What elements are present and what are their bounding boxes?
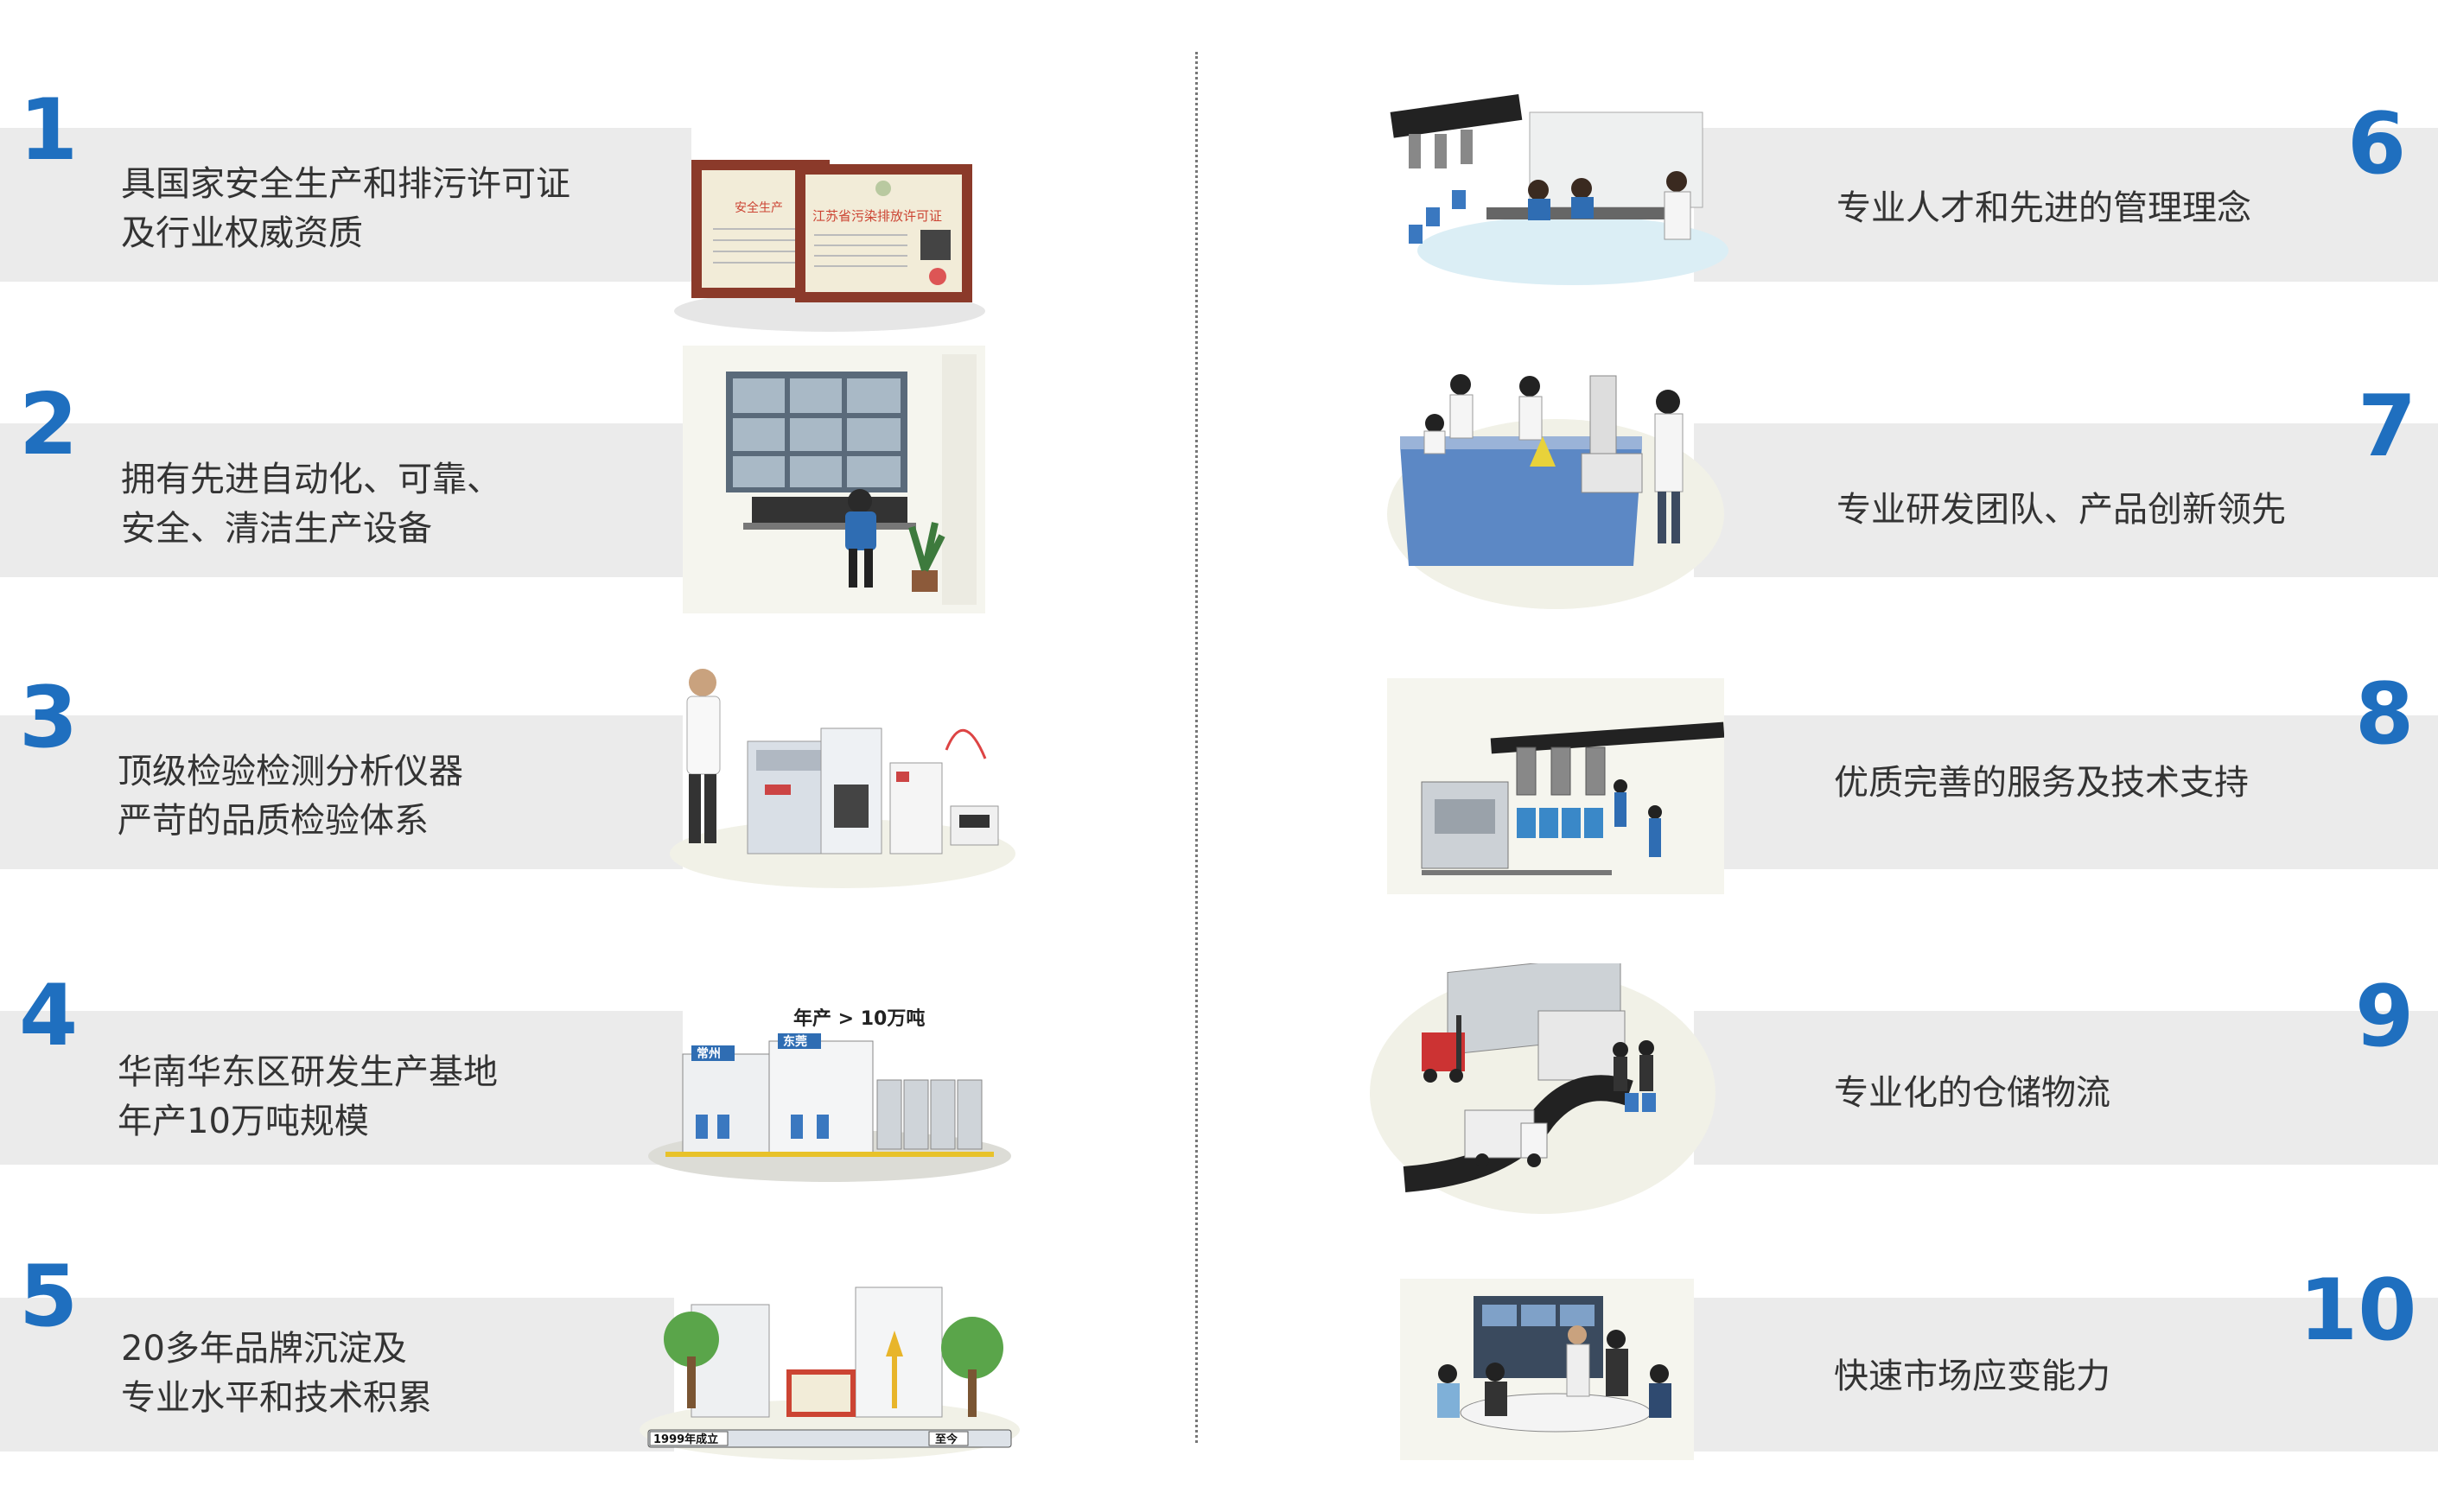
feature-text-6: 专业人才和先进的管理理念 bbox=[1836, 184, 2251, 233]
feature-band-8 bbox=[1694, 715, 2438, 869]
feature-band-3 bbox=[0, 715, 683, 869]
feature-text-line: 专业研发团队、产品创新领先 bbox=[1836, 490, 2286, 530]
feature-text-line: 专业水平和技术积累 bbox=[121, 1378, 432, 1418]
feature-text-line: 顶级检验检测分析仪器 bbox=[118, 752, 463, 791]
feature-number-2: 2 bbox=[19, 376, 79, 474]
feature-number-5: 5 bbox=[19, 1248, 79, 1346]
feature-band-2 bbox=[0, 423, 691, 577]
feature-number-6: 6 bbox=[2347, 95, 2407, 194]
brand-history-illustration: 1999年成立 至今 bbox=[640, 1253, 1020, 1469]
feature-text-5: 20多年品牌沉淀及 专业水平和技术积累 bbox=[121, 1325, 432, 1423]
feature-text-9: 专业化的仓储物流 bbox=[1834, 1069, 2110, 1118]
feature-text-line: 安全、清洁生产设备 bbox=[121, 509, 432, 549]
feature-band-9 bbox=[1694, 1011, 2438, 1165]
feature-text-line: 专业人才和先进的管理理念 bbox=[1836, 188, 2251, 228]
control-room-illustration bbox=[683, 346, 985, 613]
feature-number-3: 3 bbox=[19, 669, 79, 767]
feature-text-8: 优质完善的服务及技术支持 bbox=[1834, 759, 2249, 808]
feature-number-1: 1 bbox=[19, 81, 79, 180]
feature-text-line: 20多年品牌沉淀及 bbox=[121, 1329, 407, 1369]
feature-band-7 bbox=[1694, 423, 2438, 577]
logistics-illustration bbox=[1370, 963, 1716, 1214]
lab-instruments-illustration bbox=[670, 655, 1015, 897]
feature-text-line: 优质完善的服务及技术支持 bbox=[1834, 763, 2249, 803]
feature-text-line: 华南华东区研发生产基地 bbox=[118, 1052, 498, 1092]
feature-text-10: 快速市场应变能力 bbox=[1834, 1352, 2110, 1401]
feature-text-line: 具国家安全生产和排污许可证 bbox=[121, 164, 570, 204]
feature-text-3: 顶级检验检测分析仪器 严苛的品质检验体系 bbox=[118, 747, 463, 846]
capacity-badge: 年产 > 10万吨 bbox=[793, 1007, 925, 1030]
feature-text-line: 专业化的仓储物流 bbox=[1834, 1073, 2110, 1113]
service-support-illustration bbox=[1387, 670, 1724, 903]
feature-text-4: 华南华东区研发生产基地 年产10万吨规模 bbox=[118, 1048, 498, 1147]
feature-band-6 bbox=[1694, 128, 2438, 282]
certificates-illustration: 安全生产 江苏省污染排放许可证 bbox=[674, 112, 985, 372]
feature-text-line: 年产10万吨规模 bbox=[118, 1102, 369, 1141]
timeline-end: 至今 bbox=[935, 1433, 958, 1446]
site-label-dongguan: 东莞 bbox=[783, 1034, 807, 1049]
feature-number-10: 10 bbox=[2299, 1261, 2417, 1360]
cert-title-2: 江苏省污染排放许可证 bbox=[812, 208, 942, 224]
feature-text-line: 拥有先进自动化、可靠、 bbox=[121, 460, 501, 499]
feature-text-7: 专业研发团队、产品创新领先 bbox=[1836, 486, 2286, 535]
center-divider bbox=[1195, 52, 1198, 1443]
feature-band-10 bbox=[1694, 1298, 2438, 1452]
feature-text-line: 严苛的品质检验体系 bbox=[118, 801, 429, 841]
feature-text-line: 快速市场应变能力 bbox=[1834, 1356, 2110, 1396]
feature-number-9: 9 bbox=[2355, 968, 2415, 1066]
rd-lab-illustration bbox=[1383, 341, 1728, 609]
feature-number-8: 8 bbox=[2355, 665, 2415, 764]
feature-number-7: 7 bbox=[2358, 378, 2417, 476]
site-label-changzhou: 常州 bbox=[697, 1046, 721, 1061]
feature-band-5 bbox=[0, 1298, 674, 1452]
feature-text-1: 具国家安全生产和排污许可证 及行业权威资质 bbox=[121, 160, 570, 258]
feature-text-2: 拥有先进自动化、可靠、 安全、清洁生产设备 bbox=[121, 455, 501, 554]
meeting-illustration bbox=[1400, 1270, 1694, 1460]
feature-band-1 bbox=[0, 128, 691, 282]
production-base-illustration: 年产 > 10万吨 常州 东莞 bbox=[648, 994, 1011, 1184]
feature-number-4: 4 bbox=[19, 967, 79, 1065]
feature-text-line: 及行业权威资质 bbox=[121, 213, 363, 253]
timeline-start: 1999年成立 bbox=[653, 1433, 718, 1446]
cert-title-1: 安全生产 bbox=[735, 200, 783, 215]
management-team-illustration bbox=[1383, 86, 1728, 294]
feature-band-4 bbox=[0, 1011, 683, 1165]
